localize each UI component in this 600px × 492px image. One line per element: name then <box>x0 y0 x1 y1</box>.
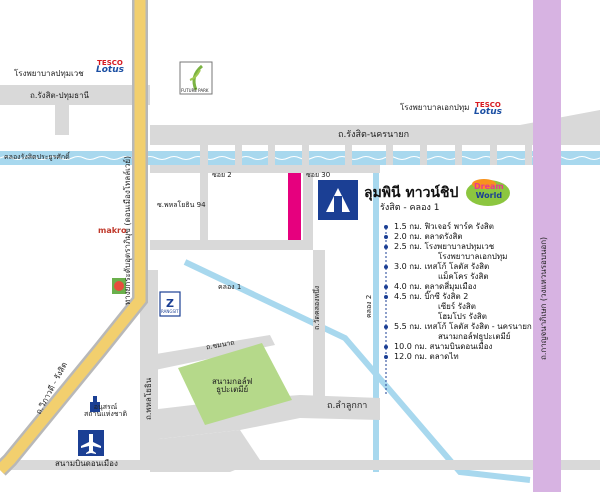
makro-label: makro <box>98 226 127 235</box>
soi-30-label: ซอย 30 <box>306 171 331 179</box>
svg-text:Z: Z <box>166 297 174 310</box>
rangsit-nakhonnayok-label: ถ.รังสิต-นครนายก <box>338 130 410 140</box>
lam-luk-ka-label: ถ.ลำลูกกา <box>327 401 368 411</box>
rangsit-pathum-road <box>0 85 150 105</box>
monument-label: อนุสรณ์ สถานแห่งชาติ <box>84 403 127 418</box>
hospital-left-label: โรงพยาบาลปทุมเวช <box>14 69 84 78</box>
bullet-icon <box>384 235 388 239</box>
airport-road <box>0 460 600 470</box>
airport-label: สนามบินดอนเมือง <box>55 459 118 468</box>
airplane-icon <box>78 430 104 456</box>
wat-khlong-road-label: ถ.วัดคลองหนึ่ง <box>313 285 321 330</box>
bullet-icon <box>384 225 388 229</box>
khlong-1-label: คลอง 1 <box>218 283 242 291</box>
canal-label: คลองรังสิตประยูรศักดิ์ <box>4 153 70 161</box>
zeer-sub-label: RANGSIT <box>161 309 179 314</box>
distance-text: 12.0 กม. ตลาดไท <box>394 352 459 361</box>
project-title: ลุมพินี ทาวน์ชิป <box>364 185 459 201</box>
vertical-road-left <box>55 105 69 135</box>
dream-world-label: Dream World <box>474 182 504 200</box>
golf-label: สนามกอล์ฟ ธูปะเตมีย์ <box>212 377 253 394</box>
phaholyothin-label: ถ.พหลโยธิน <box>144 377 153 420</box>
kanchanaphisek-highway <box>533 0 561 492</box>
hospital-right-label: โรงพยาบาลเอกปทุม <box>400 103 470 112</box>
tollway-highway-yellow <box>0 0 146 474</box>
distance-text: 4.5 กม. บิ๊กซี รังสิต 2 <box>394 292 469 301</box>
dream-label: Dream <box>474 182 504 191</box>
bullet-icon <box>384 285 388 289</box>
bullet-icon <box>384 245 388 249</box>
soi-grid <box>150 145 532 400</box>
project-subtitle: รังสิต - คลอง 1 <box>380 203 440 213</box>
bullet-icon <box>384 325 388 329</box>
phaholyothin-vertical-road <box>140 270 158 470</box>
distance-text: 5.5 กม. เทสโก้ โลตัส รังสิต - นครนายก <box>394 322 532 331</box>
distance-continuation: เซียร์ รังสิต <box>438 302 476 311</box>
world-label: World <box>475 191 503 200</box>
distance-text: 1.5 กม. ฟิวเจอร์ พาร์ค รังสิต <box>394 222 494 231</box>
chomnat-road <box>150 335 275 370</box>
future-park-logo <box>179 61 213 95</box>
monument-icon <box>90 396 100 412</box>
golf-course-area <box>178 343 292 425</box>
distance-text: 10.0 กม. สนามบินดอนเมือง <box>394 342 493 351</box>
zeer-logo: Z <box>159 291 181 317</box>
lumpini-logo <box>318 180 358 220</box>
soi-2-label: ซอย 2 <box>212 171 232 179</box>
distance-text: 2.5 กม. โรงพยาบาลปทุมเวช <box>394 242 495 251</box>
distance-continuation: โฮมโปร รังสิต <box>438 312 487 321</box>
khlong-1-canal <box>183 259 531 483</box>
distance-text: 2.0 กม. ตลาดรังสิต <box>394 232 463 241</box>
future-park-label: FUTURE PARK <box>181 88 209 93</box>
distance-text: 3.0 กม. เทสโก้ โลตัส รังสิต <box>394 262 490 271</box>
distance-text: 4.0 กม. ตลาดสี่มุมเมือง <box>394 282 477 291</box>
distance-continuation: โรงพยาบาลเอกปทุม <box>438 252 508 261</box>
distance-continuation: สนามกอล์ฟธูปะเตมีย์ <box>438 332 511 341</box>
bullet-icon <box>384 355 388 359</box>
phahonyothin-94-label: ซ.พหลโยธิน 94 <box>157 201 206 209</box>
distance-continuation: แม็คโคร รังสิต <box>438 272 489 281</box>
rangsit-nakhonnayok-road <box>150 125 600 145</box>
khlong-rangsit-canal <box>0 151 600 165</box>
bullet-icon <box>384 265 388 269</box>
project-plot <box>288 173 301 240</box>
big-c-icon <box>112 278 126 294</box>
bullet-icon <box>384 345 388 349</box>
dream-world-logo <box>466 179 510 206</box>
rangsit-pathum-label: ถ.รังสิต-ปทุมธานี <box>30 91 90 100</box>
khlong-2-label: คลอง 2 <box>365 294 373 318</box>
bullet-icon <box>384 295 388 299</box>
kanchanaphisek-label: ถ.กาญจนาภิเษก (วงแหวนรอบนอก) <box>539 236 548 360</box>
